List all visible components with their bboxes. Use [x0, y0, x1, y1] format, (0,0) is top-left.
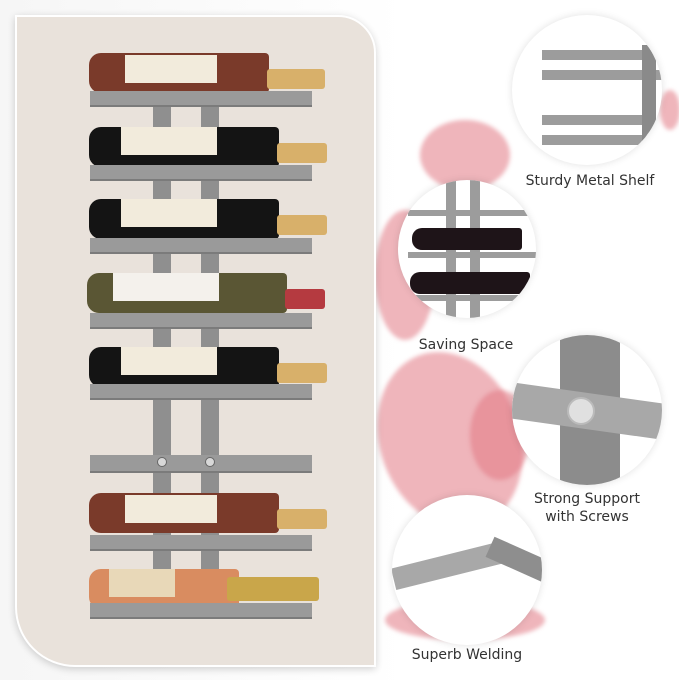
rack-shelf: [90, 535, 312, 551]
feature-caption-sturdy: Sturdy Metal Shelf: [525, 173, 655, 189]
shelf-frame: [542, 50, 652, 60]
rack-shelf: [90, 603, 312, 619]
rack-shelf: [90, 313, 312, 329]
rack-shelf: [408, 210, 536, 216]
feature-image-screw-support: [512, 335, 662, 485]
feature-image-sturdy-shelf: [512, 15, 662, 165]
wine-bottle: [412, 228, 522, 250]
bottle-cap: [277, 509, 327, 529]
bottle-label: [113, 273, 219, 301]
rack-shelf: [90, 91, 312, 107]
shelf-frame: [542, 70, 662, 80]
feature-image-welding: [392, 495, 542, 645]
bottle-cap: [277, 363, 327, 383]
rack-shelf: [90, 238, 312, 254]
screw-icon: [157, 457, 167, 467]
bottle-foil: [227, 577, 319, 601]
feature-caption-support: Strong Support with Screws: [512, 490, 662, 526]
bottle-cap: [267, 69, 325, 89]
bottle-cap: [285, 289, 325, 309]
bottle-cap: [277, 215, 327, 235]
rack-shelf: [90, 384, 312, 400]
shelf-frame: [542, 135, 662, 145]
feature-caption-saving: Saving Space: [418, 337, 514, 353]
rack-shelf: [90, 165, 312, 181]
bottle-label: [125, 495, 217, 523]
bottle-label: [125, 55, 217, 83]
wine-splash: [420, 120, 510, 190]
wine-bottle: [410, 272, 530, 294]
feature-caption-welding: Superb Welding: [411, 647, 523, 663]
caption-line-2: with Screws: [545, 509, 629, 525]
screw-icon: [567, 397, 595, 425]
caption-line-1: Strong Support: [534, 491, 640, 507]
wine-splash: [660, 90, 679, 130]
rack-shelf: [408, 295, 536, 301]
welded-frame: [485, 536, 542, 586]
bottle-label: [121, 199, 217, 227]
bottle-label: [109, 569, 175, 597]
rack-shelf-empty: [90, 455, 312, 473]
shelf-frame: [542, 115, 652, 125]
bottle-label: [121, 347, 217, 375]
welded-frame: [392, 542, 504, 590]
product-image-panel: [15, 15, 376, 667]
screw-icon: [205, 457, 215, 467]
feature-image-saving-space: [398, 180, 536, 318]
bottle-label: [121, 127, 217, 155]
wine-rack: [17, 17, 374, 665]
bottle-cap: [277, 143, 327, 163]
shelf-post: [642, 45, 656, 165]
rack-shelf: [408, 252, 536, 258]
